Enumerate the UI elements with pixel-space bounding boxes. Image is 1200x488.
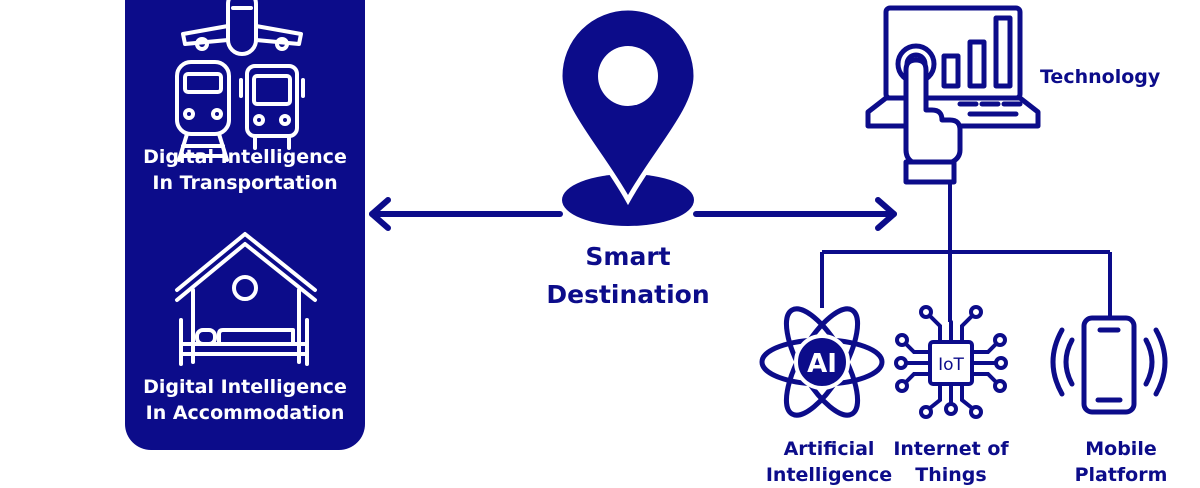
accommodation-label-line2: In Accommodation	[145, 402, 345, 424]
ai-atom-icon: AI	[759, 306, 885, 418]
leaf-label-mobile: Mobile Platform	[1046, 436, 1196, 488]
transport-label-line1: Digital Intelligence	[143, 146, 347, 168]
leaf-mobile-line1: Mobile	[1085, 438, 1157, 460]
smart-destination-label: Smart Destination	[528, 238, 728, 314]
train-icon	[175, 60, 231, 162]
bidirectional-arrow	[369, 197, 897, 231]
transport-label-line2: In Transportation	[152, 172, 338, 194]
airplane-icon	[181, 0, 303, 56]
digital-intelligence-panel: Digital Intelligence In Transportation D…	[125, 0, 365, 450]
hub-label-line1: Smart	[585, 242, 671, 271]
mobile-phone-icon	[1050, 315, 1168, 415]
hub-label-line2: Destination	[546, 280, 710, 309]
leaf-ai-line1: Artificial	[783, 438, 875, 460]
iot-chip-icon: IoT	[894, 305, 1008, 419]
technology-connectors	[820, 182, 1112, 322]
leaf-iot-line2: Things	[915, 464, 987, 486]
leaf-iot-line1: Internet of	[893, 438, 1009, 460]
location-pin-icon	[557, 5, 699, 226]
ai-icon-text: AI	[807, 349, 837, 379]
house-bed-icon	[175, 232, 317, 366]
leaf-mobile-line2: Platform	[1074, 464, 1168, 486]
panel-icons	[175, 0, 317, 366]
technology-label: Technology	[1040, 66, 1161, 88]
accommodation-label-line1: Digital Intelligence	[143, 376, 347, 398]
laptop-touch-chart-icon	[865, 5, 1041, 185]
leaf-label-iot: Internet of Things	[876, 436, 1026, 488]
accommodation-label: Digital Intelligence In Accommodation	[125, 374, 365, 426]
transport-label: Digital Intelligence In Transportation	[125, 144, 365, 196]
iot-icon-text: IoT	[938, 355, 964, 375]
bus-icon	[239, 64, 305, 150]
